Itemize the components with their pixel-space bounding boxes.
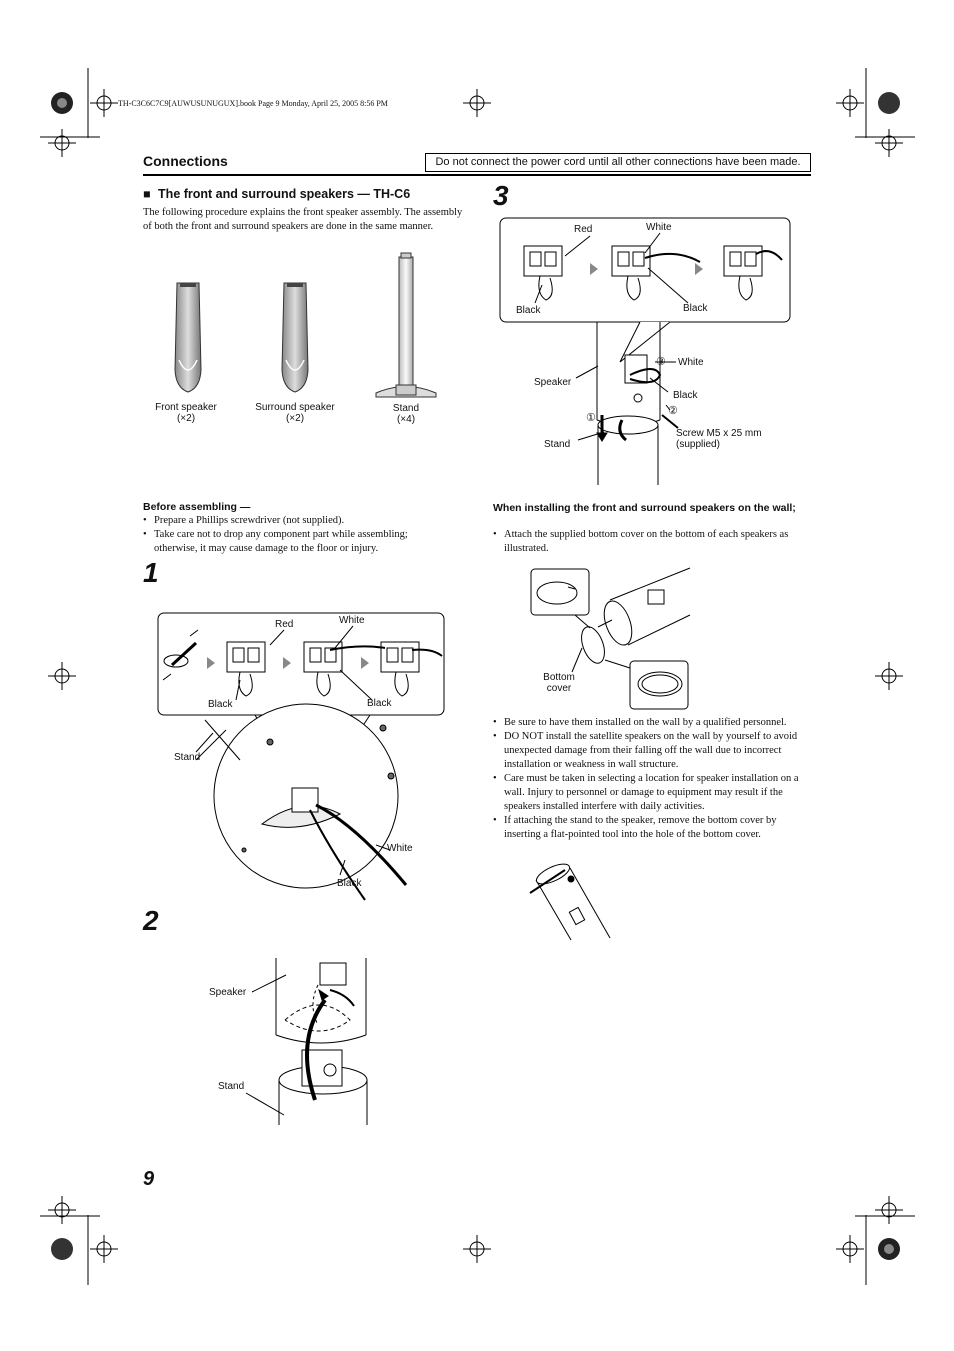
page-number: 9 [143, 1168, 154, 1191]
